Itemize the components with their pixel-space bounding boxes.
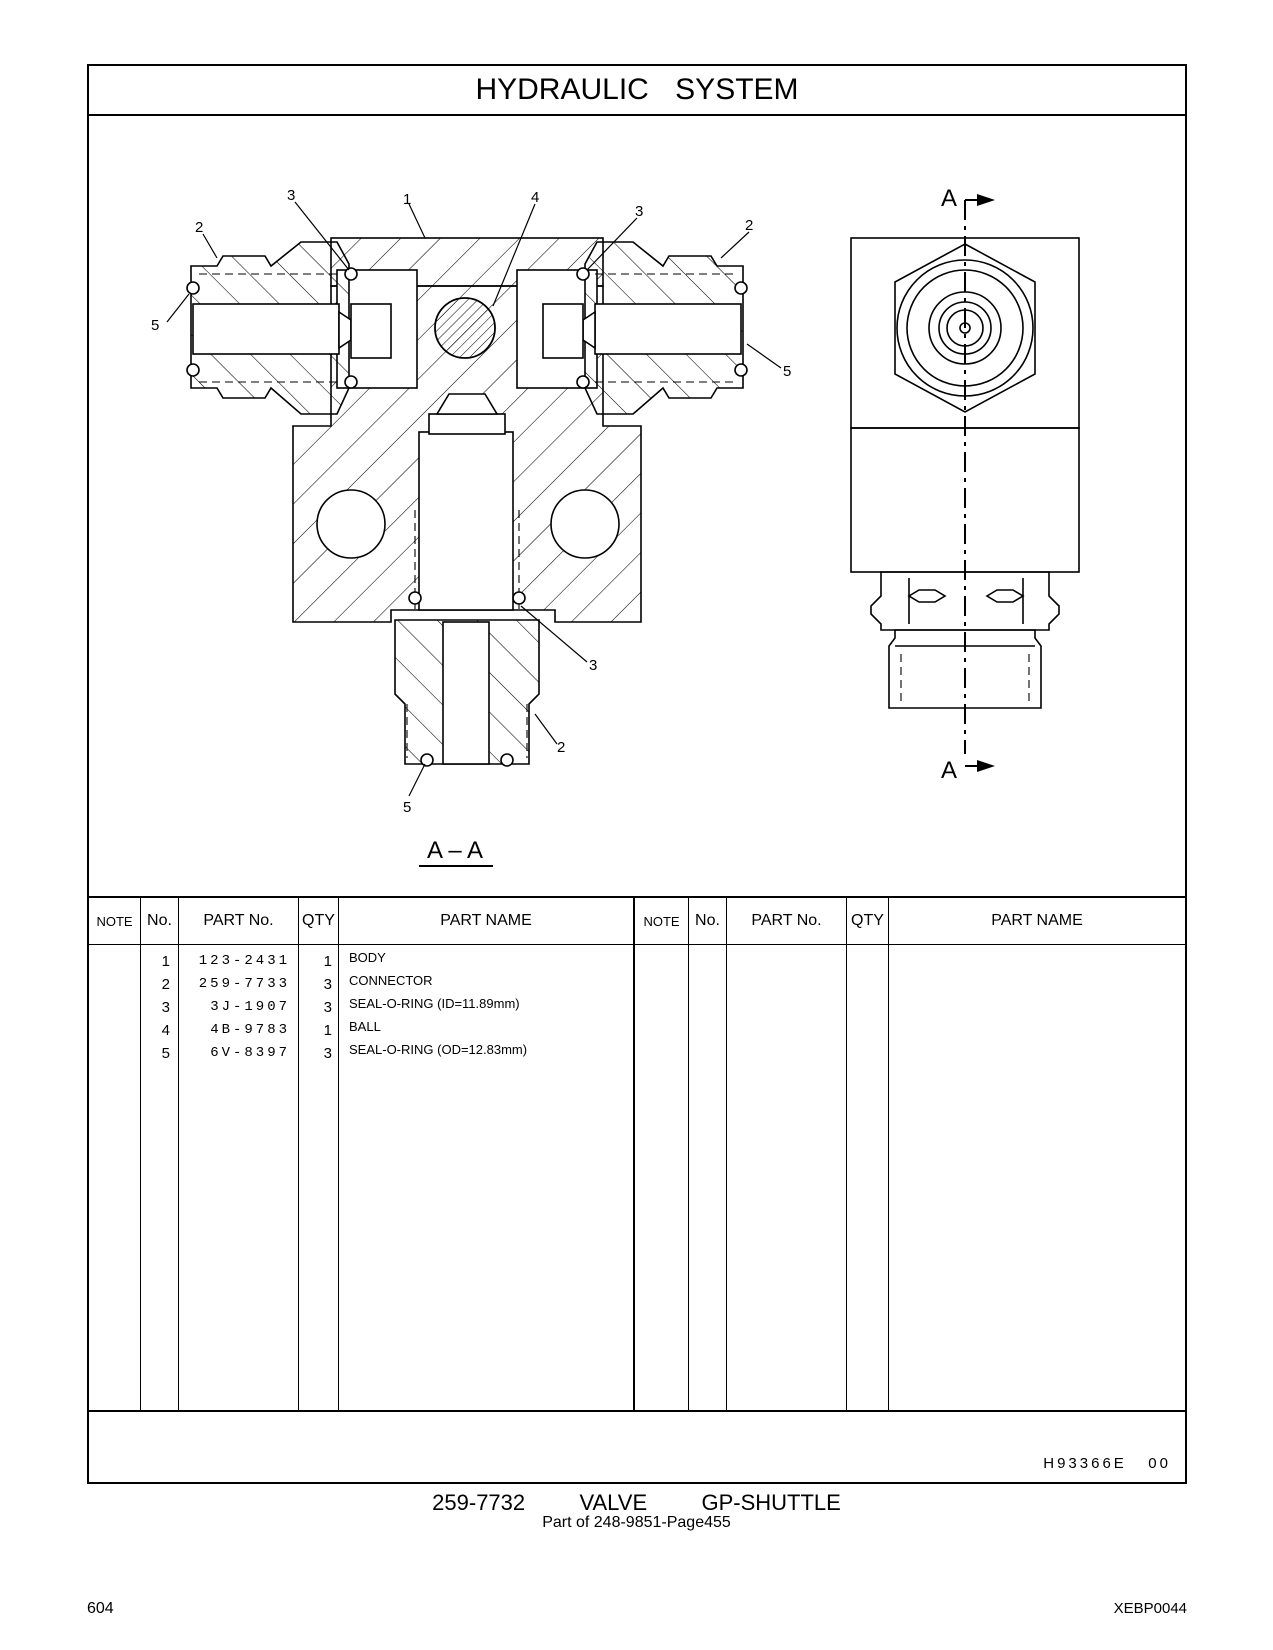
callout-5-left: 5	[151, 317, 159, 334]
header-part-no-right: PART No.	[727, 898, 846, 945]
callout-3-top-left: 3	[287, 187, 295, 204]
row-2-part-no: 259-7733	[198, 976, 290, 992]
col-partname-right: PART NAME	[889, 898, 1185, 1410]
col-no-left: No. 1 2 3 4 5	[141, 898, 179, 1410]
row-5-qty: 3	[323, 1045, 332, 1062]
callout-3-bottom: 3	[589, 657, 597, 674]
page-frame: HYDRAULIC SYSTEM	[87, 64, 1187, 1484]
callout-2-bottom: 2	[557, 739, 565, 756]
row-2-no: 2	[161, 976, 170, 993]
col-partno-right: PART No.	[727, 898, 847, 1410]
page-title: HYDRAULIC SYSTEM	[89, 66, 1185, 116]
section-marker-bottom: A	[941, 757, 957, 784]
row-1-qty: 1	[323, 953, 332, 970]
footer-title: 259-7732 VALVE GP-SHUTTLE	[432, 1490, 841, 1515]
header-note-right: NOTE	[635, 898, 688, 945]
callout-3-top-right: 3	[635, 203, 643, 220]
callout-2-right: 2	[745, 217, 753, 234]
right-connector	[542, 241, 744, 415]
row-2-name: CONNECTOR	[349, 973, 433, 988]
col-no-right: No.	[689, 898, 727, 1410]
header-part-no: PART No.	[179, 898, 298, 945]
callout-5-bottom: 5	[403, 799, 411, 816]
document-code: XEBP0044	[1113, 1600, 1187, 1617]
col-note-left: NOTE	[89, 898, 141, 1410]
row-2-qty: 3	[323, 976, 332, 993]
row-5-part-no: 6V-8397	[210, 1045, 290, 1061]
valve-cross-section: 3 1 2 4 3 2 5 5 3 2 5 A – A	[151, 185, 1080, 867]
drawing-code: H93366E 00	[1043, 1455, 1171, 1472]
page-number: 604	[87, 1600, 114, 1617]
row-4-part-no: 4B-9783	[210, 1022, 290, 1038]
row-3-qty: 3	[323, 999, 332, 1016]
o-rings	[186, 267, 748, 767]
row-1-name: BODY	[349, 950, 386, 965]
header-qty: QTY	[299, 898, 338, 945]
row-5-name: SEAL-O-RING (OD=12.83mm)	[349, 1042, 528, 1057]
exploded-drawing: 3 1 2 4 3 2 5 5 3 2 5 A – A	[89, 114, 1185, 896]
col-note-right: NOTE	[635, 898, 689, 1410]
header-no: No.	[141, 898, 178, 945]
section-label: A – A	[427, 837, 483, 864]
header-no-right: No.	[689, 898, 726, 945]
section-marker-top: A	[941, 185, 957, 212]
col-partno-left: PART No. 123-2431 259-7733 3J-1907 4B-97…	[179, 898, 299, 1410]
header-qty-right: QTY	[847, 898, 888, 945]
callout-4: 4	[531, 189, 539, 206]
header-part-name-right: PART NAME	[889, 898, 1185, 945]
callout-2-left: 2	[195, 219, 203, 236]
callout-5-right: 5	[783, 363, 791, 380]
row-4-no: 4	[161, 1022, 170, 1039]
row-4-name: BALL	[349, 1019, 381, 1034]
header-note: NOTE	[89, 898, 140, 945]
row-4-qty: 1	[323, 1022, 332, 1039]
row-5-no: 5	[161, 1045, 170, 1062]
row-3-part-no: 3J-1907	[210, 999, 290, 1015]
col-partname-left: PART NAME BODY CONNECTOR SEAL-O-RING (ID…	[339, 898, 635, 1410]
bottom-connector	[394, 619, 540, 765]
col-qty-right: QTY	[847, 898, 889, 1410]
callout-1: 1	[403, 191, 411, 208]
row-1-part-no: 123-2431	[198, 953, 290, 969]
footer-subtitle: Part of 248-9851-Page455	[542, 1514, 731, 1531]
row-1-no: 1	[161, 953, 170, 970]
row-3-name: SEAL-O-RING (ID=11.89mm)	[349, 996, 520, 1011]
row-3-no: 3	[161, 999, 170, 1016]
parts-table: NOTE No. 1 2 3 4 5 PART No. 123-2431 259…	[89, 896, 1185, 1412]
header-part-name: PART NAME	[339, 898, 633, 945]
left-connector	[190, 241, 392, 415]
col-qty-left: QTY 1 3 3 1 3	[299, 898, 339, 1410]
